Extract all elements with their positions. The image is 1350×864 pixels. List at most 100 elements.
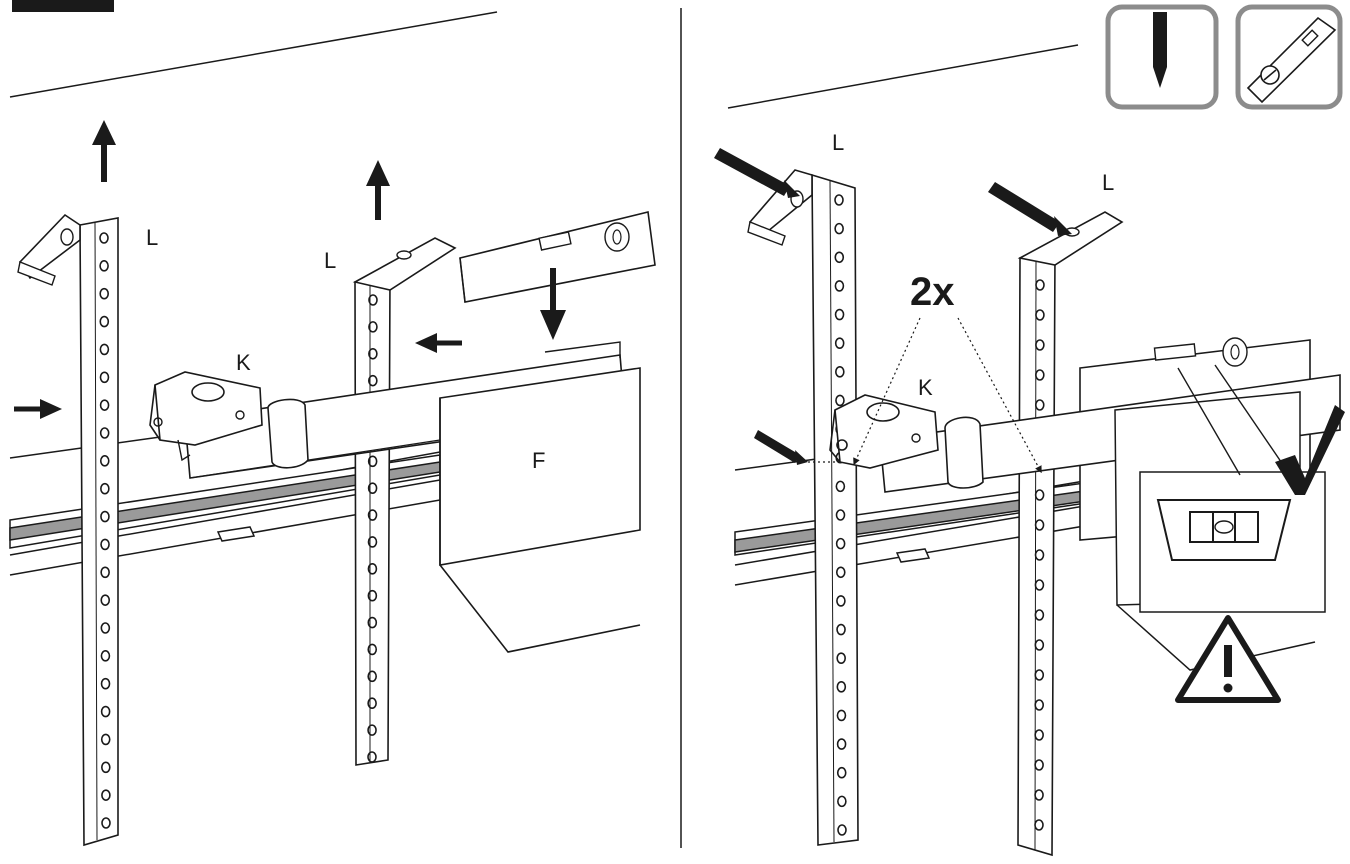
bracket-hole <box>100 705 111 718</box>
bracket-hole <box>1034 489 1045 501</box>
bracket-hole <box>101 817 111 829</box>
label-count: 2x <box>910 270 955 314</box>
bracket-hole <box>835 480 846 493</box>
ceiling-line <box>9 11 498 98</box>
chain <box>734 485 1121 553</box>
ceiling-line <box>727 44 1079 109</box>
bracket-hole <box>836 738 847 750</box>
arrow-down <box>540 268 566 340</box>
step-tab <box>12 0 114 12</box>
bracket-hole <box>367 589 378 602</box>
spirit-level <box>459 211 656 303</box>
bracket-hole <box>100 538 110 551</box>
bracket-hole <box>99 260 109 272</box>
bracket-hole <box>834 222 844 235</box>
bracket-hole <box>367 751 377 763</box>
label-clamp: K <box>236 350 251 375</box>
bracket-hole <box>99 399 110 411</box>
label-clamp: K <box>918 375 933 400</box>
arrow-left <box>415 333 462 353</box>
clamp <box>149 371 309 469</box>
bracket-hole <box>367 670 377 683</box>
bracket-hole <box>367 482 378 494</box>
bracket-hole <box>99 287 109 300</box>
bracket-hole <box>100 622 111 634</box>
bracket-hole <box>835 366 845 378</box>
bracket-hole <box>100 677 111 690</box>
bracket-hole <box>367 643 378 656</box>
bracket-hole <box>1034 699 1045 711</box>
bracket-hole <box>1035 279 1045 291</box>
bracket-hole <box>1035 339 1045 351</box>
bracket-hole <box>99 455 110 467</box>
panel-right: L L K 2x <box>714 4 1345 857</box>
bracket-hole <box>834 194 844 206</box>
bracket-hole <box>835 537 846 550</box>
bracket-hole <box>99 315 110 328</box>
bracket-hole <box>837 795 847 808</box>
clamp <box>829 394 984 489</box>
bracket-hole <box>835 509 846 521</box>
bracket-hole <box>1034 759 1044 771</box>
label-bracket-left: L <box>146 225 158 250</box>
bracket-hole <box>835 394 845 407</box>
bracket-hole <box>367 563 378 575</box>
bracket-hole <box>1034 609 1045 621</box>
label-bracket-right: L <box>1102 170 1114 195</box>
bracket-right <box>1017 211 1124 857</box>
arrow-up-left <box>92 120 116 182</box>
bracket-hole <box>834 280 845 292</box>
bracket-hole <box>836 623 846 636</box>
bracket-hole <box>100 594 111 606</box>
bracket-hole <box>1034 669 1045 681</box>
bracket-hole <box>1034 729 1044 741</box>
bracket-hole <box>367 509 378 521</box>
bracket-hole <box>836 709 847 722</box>
warning-triangle-icon <box>1175 615 1281 703</box>
marker-pen-2 <box>988 182 1072 236</box>
label-bracket-right: L <box>324 248 336 273</box>
bracket-hole <box>834 308 845 321</box>
bracket-hole <box>837 824 847 836</box>
bracket-left <box>17 213 119 847</box>
bracket-left <box>747 169 859 846</box>
bracket-hole <box>1034 819 1044 831</box>
spirit-level <box>1153 337 1248 367</box>
bracket-hole <box>99 371 110 384</box>
bracket-hole <box>367 697 377 710</box>
cover-box <box>439 341 641 653</box>
bracket-hole <box>101 789 111 801</box>
level-callout <box>1114 364 1326 671</box>
bracket-hole <box>99 232 109 244</box>
bracket-hole <box>367 724 377 736</box>
bracket-hole <box>368 374 378 387</box>
bracket-hole <box>367 616 378 629</box>
bracket-hole <box>100 510 110 523</box>
bracket-hole <box>1034 399 1045 411</box>
bracket-hole <box>1034 579 1045 591</box>
bracket-hole <box>367 536 378 548</box>
bracket-hole <box>1035 369 1045 381</box>
bracket-hole <box>834 251 845 264</box>
bracket-hole <box>835 566 846 579</box>
bracket-hole <box>836 766 847 779</box>
leader-lines <box>808 317 1042 474</box>
bracket-hole <box>1034 789 1044 801</box>
bracket-hole <box>99 343 110 356</box>
bracket-hole <box>1034 549 1045 561</box>
marker-pen-1 <box>714 148 800 198</box>
bracket-hole <box>101 761 111 774</box>
bracket-hole <box>836 652 846 664</box>
bracket-hole <box>368 321 378 333</box>
bracket-hole <box>1034 519 1045 531</box>
marker-pen-3 <box>754 430 808 465</box>
arrow-up-right <box>366 160 390 220</box>
bracket-hole <box>368 347 378 360</box>
arrow-right <box>14 399 62 419</box>
bracket-hole <box>368 294 378 306</box>
panel-left: L L K F <box>9 11 656 847</box>
bracket-hole <box>100 566 110 579</box>
bracket-hole <box>1034 639 1045 651</box>
